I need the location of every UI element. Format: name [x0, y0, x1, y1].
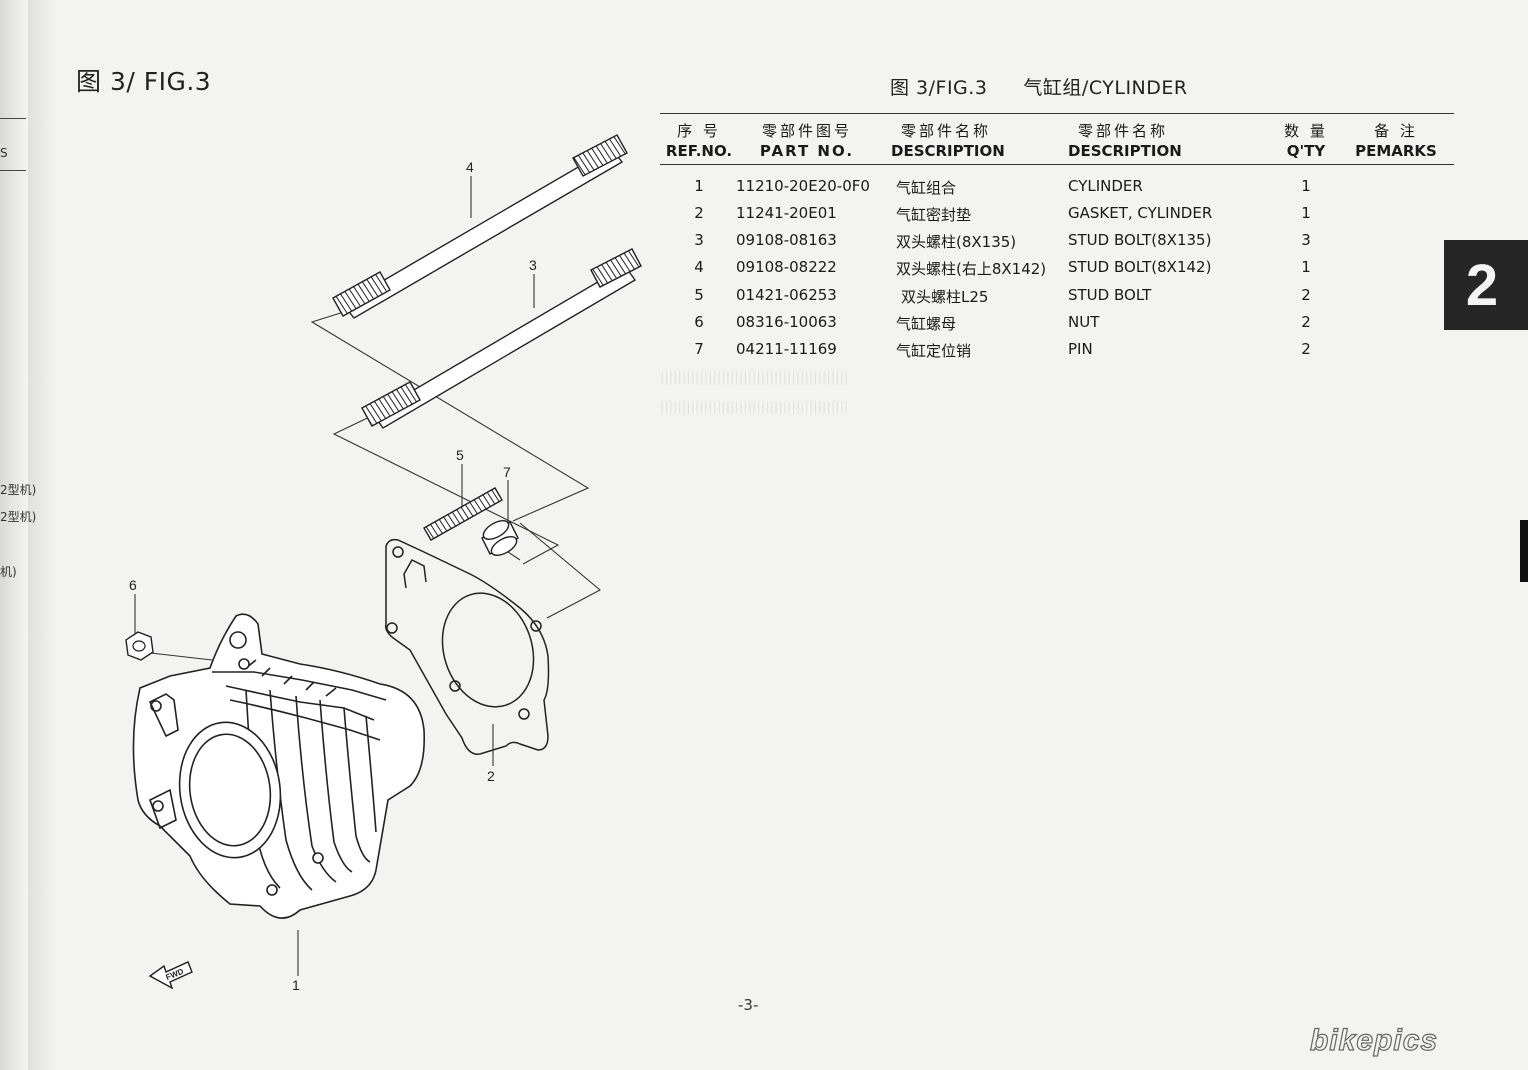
table-row-4-name-en: STUD BOLT(8X142)	[1068, 258, 1212, 276]
page-edge-marker	[1520, 520, 1528, 582]
strip-text: 2型机)	[0, 483, 37, 497]
table-row-1-qty: 1	[1301, 177, 1311, 195]
table-row-2-name-en: GASKET, CYLINDER	[1068, 204, 1213, 222]
table-figure-label: 图 3/FIG.3	[890, 77, 988, 99]
table-row-3-qty: 3	[1301, 231, 1311, 249]
bleed-through: ||||||||||||||||||||||||||||||||||||||||…	[660, 370, 849, 385]
table-title: 图 3/FIG.3 气缸组/CYLINDER	[890, 73, 1188, 100]
page-number: -3-	[738, 996, 759, 1014]
bleed-through: ||||||||||||||||||||||||||||||||||||||||…	[660, 400, 849, 415]
table-row-1-name-zh: 气缸组合	[896, 179, 957, 197]
header-description-en: 零部件名称 DESCRIPTION	[1068, 122, 1182, 160]
header-remarks: 备 注 PEMARKS	[1355, 122, 1437, 160]
table-row-2-part-no: 11241-20E01	[736, 204, 837, 222]
strip-text: S	[0, 146, 8, 160]
callout-4: 4	[466, 159, 474, 175]
stud-bolt-8x142	[332, 134, 628, 319]
stud-bolt-8x135	[361, 248, 642, 429]
table-top-rule	[660, 113, 1454, 114]
table-group-label: 气缸组/CYLINDER	[1023, 77, 1188, 99]
table-row-6-part-no: 08316-10063	[736, 313, 837, 331]
table-row-5-name-en: STUD BOLT	[1068, 286, 1152, 304]
callout-7: 7	[503, 464, 511, 480]
dowel-pin	[481, 520, 519, 556]
strip-rule	[0, 170, 26, 171]
table-row-4-part-no: 09108-08222	[736, 258, 837, 276]
callout-leaders	[134, 176, 535, 976]
previous-page-edge	[0, 0, 28, 1070]
table-row-7-part-no: 04211-11169	[736, 340, 837, 358]
header-ref-no: 序 号 REF.NO.	[665, 122, 733, 160]
table-row-6-name-en: NUT	[1068, 313, 1100, 331]
exploded-parts-diagram: 4 3 5 7 6 2 1 FWD	[125, 134, 642, 993]
callout-3: 3	[529, 257, 537, 273]
callout-2: 2	[487, 768, 495, 784]
table-row-2-ref: 2	[694, 204, 704, 222]
stud-bolt-l25	[423, 487, 503, 541]
table-row-3-name-zh: 双头螺柱(8X135)	[896, 233, 1017, 251]
gutter-shadow	[28, 0, 58, 1070]
table-row-5-part-no: 01421-06253	[736, 286, 837, 304]
callout-1: 1	[292, 977, 300, 993]
assembly-guide-lines	[141, 309, 601, 661]
table-row-6-name-zh: 气缸螺母	[896, 315, 957, 333]
chapter-tab: 2	[1444, 240, 1528, 330]
table-row-6-ref: 6	[694, 313, 704, 331]
callout-5: 5	[456, 447, 464, 463]
strip-rule	[0, 118, 26, 119]
table-row-4-ref: 4	[694, 258, 704, 276]
table-row-7-name-en: PIN	[1068, 340, 1093, 358]
table-row-3-name-en: STUD BOLT(8X135)	[1068, 231, 1212, 249]
table-header-rule	[660, 164, 1454, 165]
table-row-7-ref: 7	[694, 340, 704, 358]
table-row-5-qty: 2	[1301, 286, 1311, 304]
table-row-3-ref: 3	[694, 231, 704, 249]
strip-text: 机)	[0, 565, 17, 579]
chapter-number: 2	[1465, 253, 1499, 318]
forward-arrow-icon: FWD	[148, 961, 193, 990]
table-row-1-name-en: CYLINDER	[1068, 177, 1143, 195]
header-part-no: 零部件图号 PART NO.	[759, 122, 855, 160]
table-row-1-part-no: 11210-20E20-0F0	[736, 177, 870, 195]
table-row-3-part-no: 09108-08163	[736, 231, 837, 249]
table-row-5-ref: 5	[694, 286, 704, 304]
table-row-2-qty: 1	[1301, 204, 1311, 222]
table-row-1-ref: 1	[694, 177, 704, 195]
header-description-zh: 零部件名称 DESCRIPTION	[891, 122, 1005, 160]
table-row-5-name-zh: 双头螺柱L25	[901, 288, 989, 306]
cylinder-nut	[125, 631, 154, 661]
callout-6: 6	[129, 577, 137, 593]
table-row-4-qty: 1	[1301, 258, 1311, 276]
table-row-7-qty: 2	[1301, 340, 1311, 358]
watermark-logo: bikepics	[1309, 1023, 1439, 1057]
table-row-7-name-zh: 气缸定位销	[896, 342, 972, 360]
table-row-4-name-zh: 双头螺柱(右上8X142)	[896, 260, 1047, 278]
table-row-6-qty: 2	[1301, 313, 1311, 331]
header-quantity: 数 量 Q'TY	[1284, 122, 1328, 160]
cylinder-block	[132, 613, 426, 919]
table-row-2-name-zh: 气缸密封垫	[896, 206, 972, 224]
cylinder-gasket	[384, 538, 550, 755]
figure-title: 图 3/ FIG.3	[76, 67, 212, 96]
strip-text: 2型机)	[0, 510, 37, 524]
